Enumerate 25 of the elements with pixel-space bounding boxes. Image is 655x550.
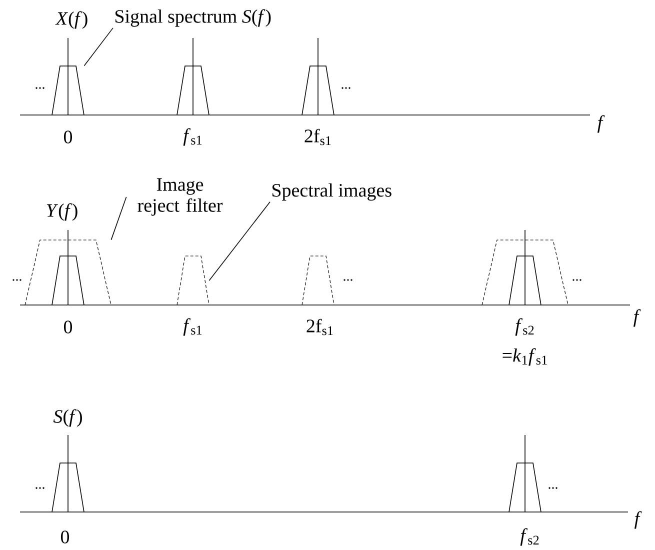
callout-text: Spectral images [272,183,392,201]
tick-label: f$_{s2}$ [520,528,539,546]
callout-text: Signal spectrum S(f) [115,9,271,27]
axis-label: f [634,309,641,327]
ellipsis: ... [572,279,582,281]
leader-line [84,28,114,66]
tick-label: f$_{s2}$ [515,318,534,336]
ellipsis: ... [344,279,352,281]
leader-line [110,196,127,240]
filter-trapezoid [24,240,112,306]
tick-label: 0 [60,530,70,544]
callout-text: Image reject filter [138,178,223,216]
tick-label: f$_{s1}$ [183,128,202,146]
spectrum-trapezoid [52,66,84,116]
spectrum-label: S(f) [53,409,82,427]
ellipsis: ... [548,487,558,489]
tick-label: =k$_{1}$f$_{s1}$ [502,348,547,366]
ellipsis: ... [36,487,44,489]
tick-label: 2f$_{s1}$ [306,318,333,336]
tick-label: 2f$_{s1}$ [304,128,331,146]
axis-label: f [634,511,642,529]
axis-label: f [598,115,605,133]
spectral-image-trapezoid [176,256,210,306]
ellipsis: ... [342,87,350,89]
leader-line [208,201,270,281]
